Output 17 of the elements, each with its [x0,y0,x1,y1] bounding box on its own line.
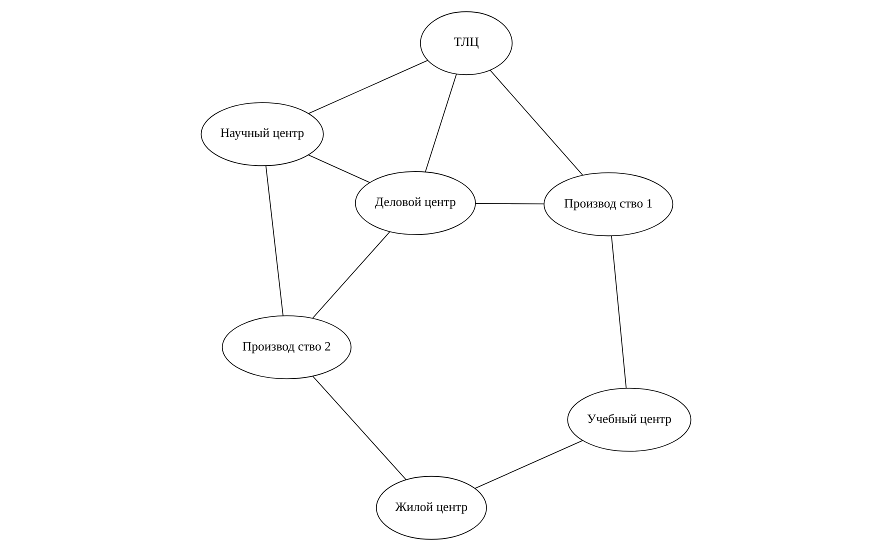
connector [308,60,428,114]
connector [312,376,406,480]
connector [307,154,370,183]
connector [474,203,544,204]
connector [489,70,583,176]
node-ellipse: Деловой центр [354,171,476,235]
node-ellipse: Научный центр [200,102,324,166]
connector [610,235,626,389]
node-ellipse: Производ ство 2 [221,315,351,380]
connector [424,74,456,172]
node-ellipse: Жилой центр [375,476,486,540]
node-ellipse: Учебный центр [566,388,691,452]
node-ellipse: Производ ство 1 [543,172,673,236]
connector [265,165,283,316]
connector [474,440,583,489]
connector [312,232,390,319]
node-ellipse: ТЛЦ [420,11,512,76]
